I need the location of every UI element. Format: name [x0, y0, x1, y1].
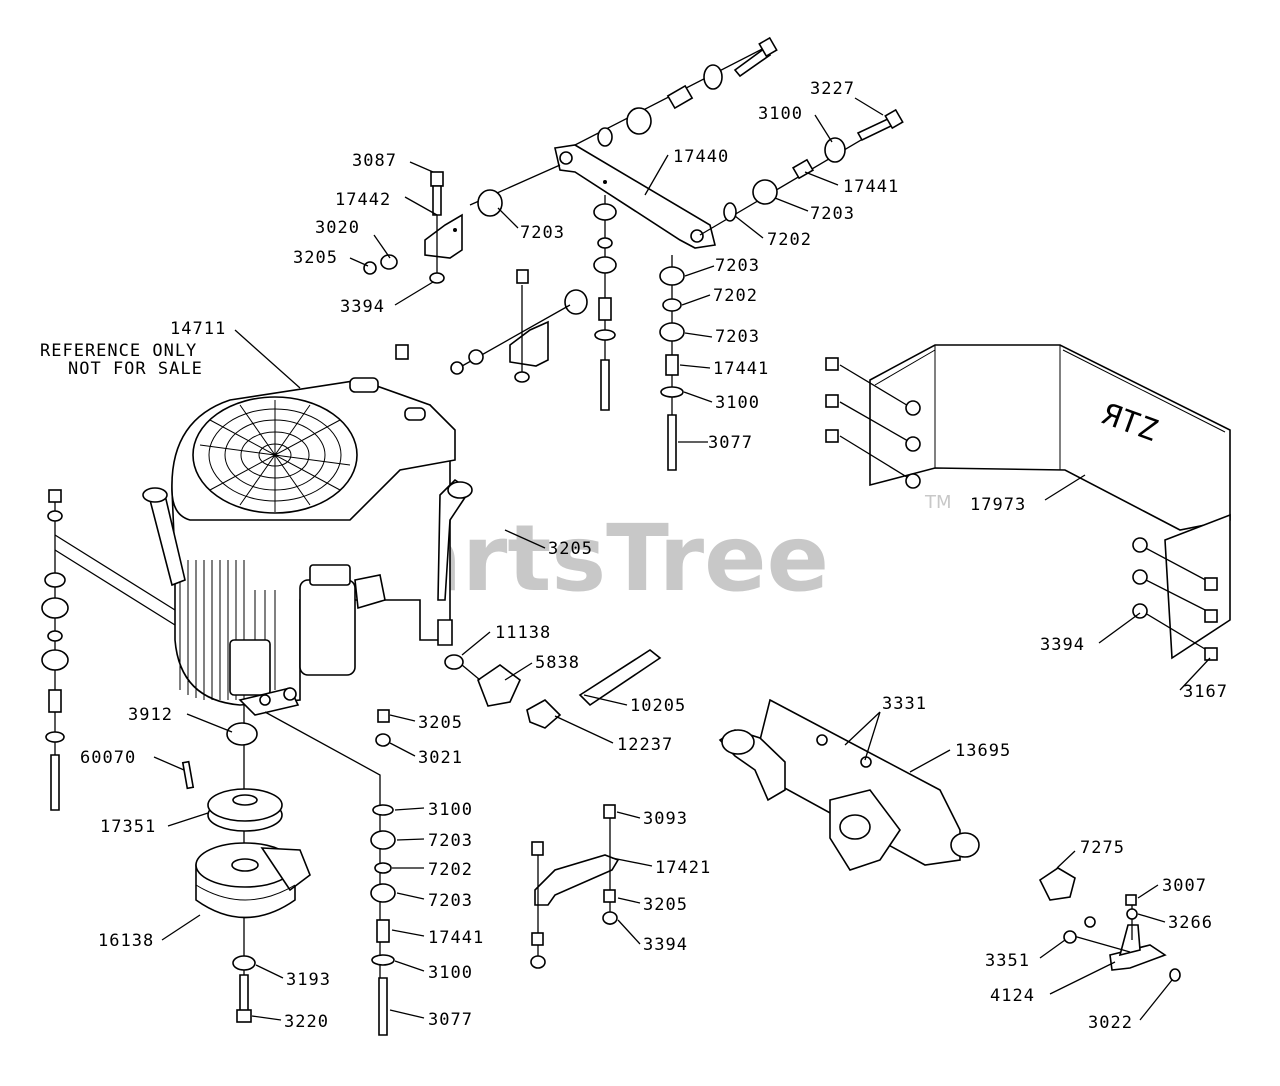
label-3077-top: 3077 [708, 433, 753, 453]
label-3331: 3331 [882, 694, 927, 714]
label-17421: 17421 [655, 858, 711, 878]
label-7203-stack-2: 7203 [715, 327, 760, 347]
label-3205-lower: 3205 [418, 713, 463, 733]
label-3100-lower-2: 3100 [428, 963, 473, 983]
label-3021: 3021 [418, 748, 463, 768]
label-3167: 3167 [1183, 682, 1228, 702]
label-7203-stack-1: 7203 [715, 256, 760, 276]
label-3093: 3093 [643, 809, 688, 829]
label-7203-left: 7203 [520, 223, 565, 243]
label-3100-lower-1: 3100 [428, 800, 473, 820]
engine-note-line-2: NOT FOR SALE [68, 359, 203, 379]
lower-mount-stack [370, 709, 396, 1036]
label-17441-lower: 17441 [428, 928, 484, 948]
label-16138: 16138 [98, 931, 154, 951]
label-17441-stack: 17441 [713, 359, 769, 379]
label-7202-stack: 7202 [713, 286, 758, 306]
label-3205-top: 3205 [293, 248, 338, 268]
label-17973: 17973 [970, 495, 1026, 515]
throttle-bracket-group [1038, 867, 1181, 982]
watermark-trademark: TM [924, 492, 952, 513]
label-12237: 12237 [617, 735, 673, 755]
label-3007: 3007 [1162, 876, 1207, 896]
lower-bracket-group [530, 804, 620, 969]
label-17442: 17442 [335, 190, 391, 210]
label-17440: 17440 [673, 147, 729, 167]
label-5838: 5838 [535, 653, 580, 673]
label-4124: 4124 [990, 986, 1035, 1006]
label-14711: 14711 [170, 319, 226, 339]
label-7203-right: 7203 [810, 204, 855, 224]
label-3227: 3227 [810, 79, 855, 99]
label-60070: 60070 [80, 748, 136, 768]
leader-lines [153, 97, 1211, 1021]
engine-note-line-1: REFERENCE ONLY [40, 341, 197, 361]
label-3220: 3220 [284, 1012, 329, 1032]
label-3022: 3022 [1088, 1013, 1133, 1033]
label-7202-right: 7202 [767, 230, 812, 250]
label-10205: 10205 [630, 696, 686, 716]
label-3100-top: 3100 [758, 104, 803, 124]
label-7203-lower-1: 7203 [428, 831, 473, 851]
label-7275: 7275 [1080, 838, 1125, 858]
top-bracket-assembly [363, 36, 904, 471]
shroud-panel: ЯTZ [825, 344, 1231, 661]
label-7203-lower-2: 7203 [428, 891, 473, 911]
label-3351: 3351 [985, 951, 1030, 971]
label-3394-top: 3394 [340, 297, 385, 317]
label-17351: 17351 [100, 817, 156, 837]
label-3394-shroud: 3394 [1040, 635, 1085, 655]
label-3100-stack: 3100 [715, 393, 760, 413]
label-3077-lower: 3077 [428, 1010, 473, 1030]
label-3394-bracket: 3394 [643, 935, 688, 955]
muffler-group [718, 698, 980, 871]
label-17441-top: 17441 [843, 177, 899, 197]
part-labels: 14711 REFERENCE ONLY NOT FOR SALE 3087 1… [40, 79, 1228, 1033]
label-3020: 3020 [315, 218, 360, 238]
label-3205-engine: 3205 [548, 539, 593, 559]
label-7202-lower: 7202 [428, 860, 473, 880]
left-mount-stack [41, 489, 176, 811]
engine-illustration [142, 344, 473, 716]
label-11138: 11138 [495, 623, 551, 643]
label-3193: 3193 [286, 970, 331, 990]
label-13695: 13695 [955, 741, 1011, 761]
fuel-line-group [437, 619, 662, 729]
label-3087: 3087 [352, 151, 397, 171]
label-3912: 3912 [128, 705, 173, 725]
clutch-pulley-group [181, 705, 381, 1035]
label-3266: 3266 [1168, 913, 1213, 933]
label-3205-bracket: 3205 [643, 895, 688, 915]
